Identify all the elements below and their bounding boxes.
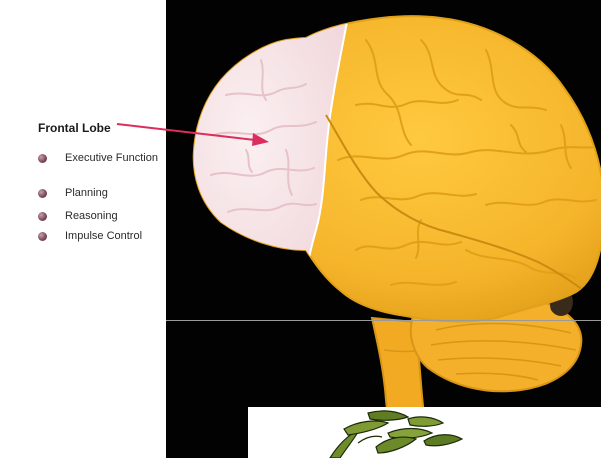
divider-line — [166, 320, 601, 321]
function-reasoning: Reasoning — [65, 210, 118, 222]
pointer-arrow-icon — [115, 118, 275, 150]
frontal-lobe-label: Frontal Lobe — [38, 121, 111, 135]
bullet-icon — [38, 212, 47, 221]
function-executive-function: Executive Function — [65, 152, 158, 164]
list-item: Reasoning — [38, 210, 158, 230]
cerebrum — [166, 0, 601, 322]
bullet-icon — [38, 232, 47, 241]
brain-illustration — [166, 0, 601, 458]
list-item: Planning — [38, 187, 158, 210]
function-planning: Planning — [65, 187, 108, 199]
function-impulse-control: Impulse Control — [65, 230, 142, 242]
bullet-icon — [38, 154, 47, 163]
bullet-icon — [38, 189, 47, 198]
plant-illustration — [248, 407, 601, 458]
list-item: Impulse Control — [38, 230, 158, 244]
brain-illustration-panel — [166, 0, 601, 458]
plant-inset — [248, 407, 601, 458]
function-list: Executive Function Planning Reasoning Im… — [38, 152, 158, 244]
list-item: Executive Function — [38, 152, 158, 187]
